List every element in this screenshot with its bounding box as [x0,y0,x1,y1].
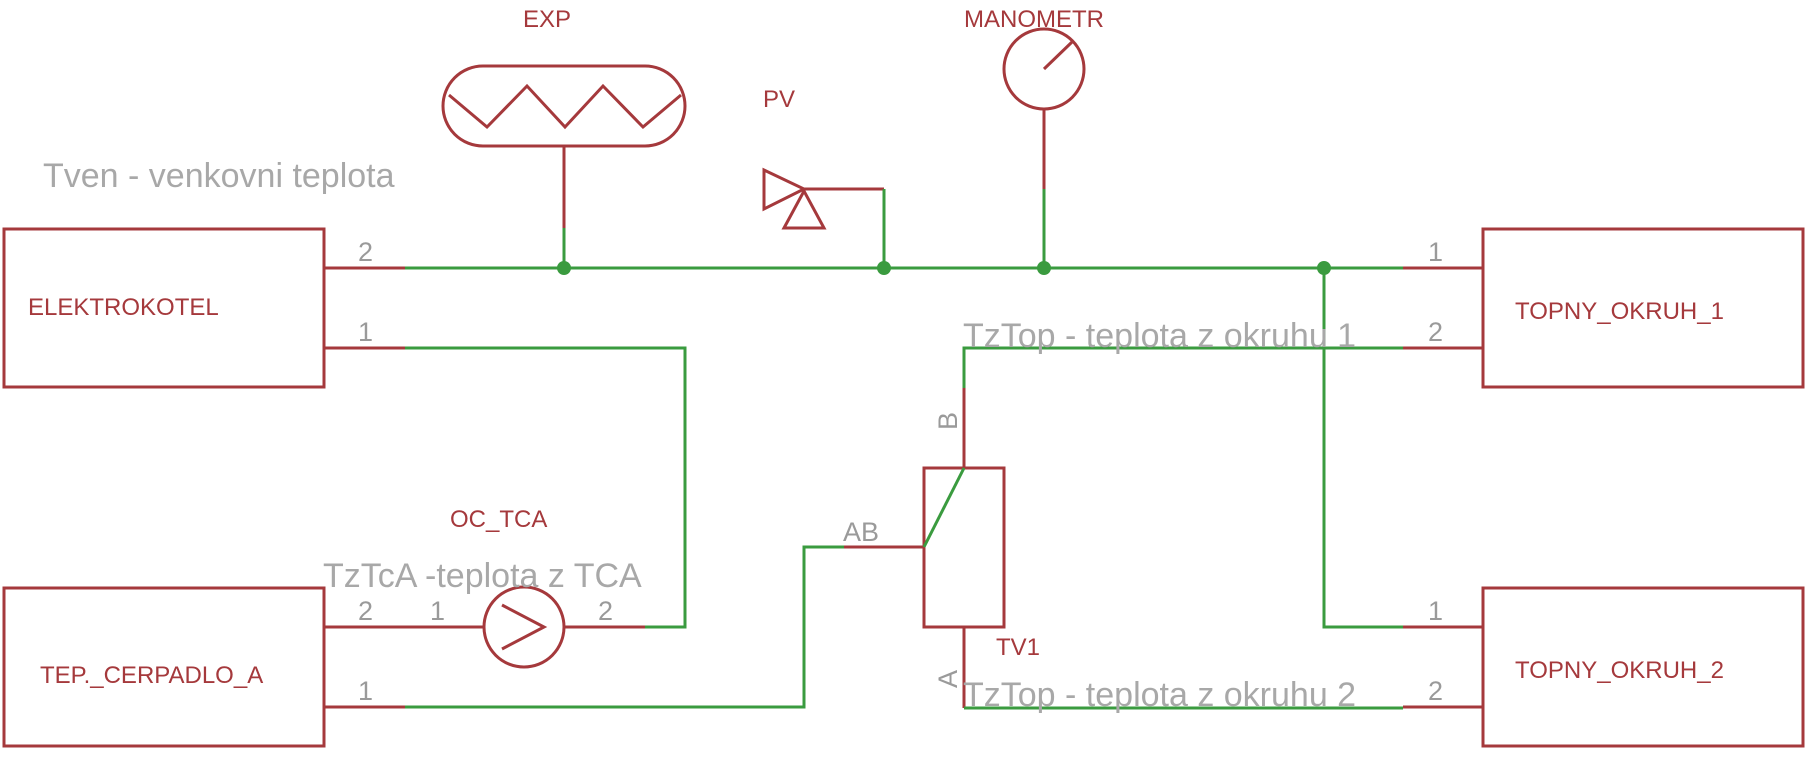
tztop2-note: TzTop - teplota z okruhu 2 [963,676,1356,714]
exp-label: EXP [523,6,571,33]
valve-ab-label: AB [843,517,879,547]
okruh2-pin2-label: 2 [1428,676,1443,706]
topny-okruh-2-box [1481,586,1805,748]
topny-okruh-2-label: TOPNY_OKRUH_2 [1515,657,1724,684]
topny-okruh-1-label: TOPNY_OKRUH_1 [1515,298,1724,325]
tztca-note: TzTcA -teplota z TCA [323,557,642,595]
tv1-label: TV1 [996,634,1040,661]
pv-label: PV [763,86,795,113]
valve-b-label: B [933,412,963,430]
oc-tca-pump [405,585,645,669]
junction-manometr [1037,261,1051,275]
topny-okruh-1-box [1481,227,1805,389]
pv-valve [762,167,884,230]
okruh1-pin1-label: 1 [1428,237,1443,267]
junction-pv [877,261,891,275]
oc-tca-label: OC_TCA [450,506,547,533]
okruh1-pin2-label: 2 [1428,317,1443,347]
kotel-pin2-label: 2 [358,237,373,267]
tep-cerpadlo-box [2,586,326,748]
exp-vessel [441,64,687,228]
manometr-gauge [1002,27,1086,189]
kotel-pin1-label: 1 [358,317,373,347]
elektrokotel-label: ELEKTROKOTEL [28,294,219,321]
valve-a-label: A [933,670,963,688]
manometr-label: MANOMETR [964,6,1104,33]
cerpadlo-pin1-label: 1 [358,676,373,706]
tven-note: Tven - venkovni teplota [43,157,395,195]
okruh2-pin1-label: 1 [1428,596,1443,626]
tv1-valve [844,388,1006,708]
cerpadlo-pin2-label: 2 [358,596,373,626]
oc-pin2-label: 2 [598,596,613,626]
tep-cerpadlo-label: TEP._CERPADLO_A [40,662,263,689]
junction-exp [557,261,571,275]
elektrokotel-box [2,227,326,389]
junction-okruh [1317,261,1331,275]
tztop1-note: TzTop - teplota z okruhu 1 [963,317,1356,355]
oc-pin1-label: 1 [430,596,445,626]
wire-nets [405,189,1403,710]
